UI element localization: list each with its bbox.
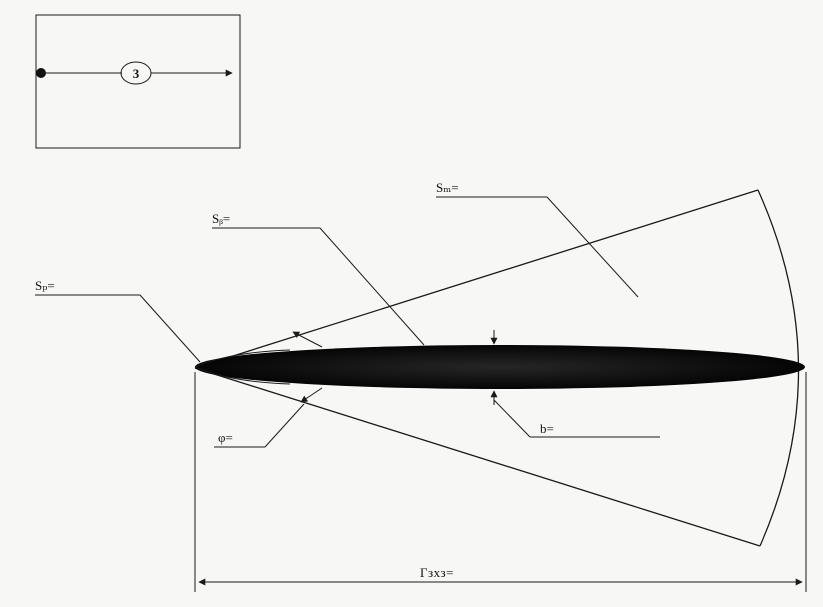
width-callout: b= — [493, 399, 660, 438]
depth-label: Γзхз= — [420, 565, 454, 580]
angle-arrow-lower — [300, 387, 323, 403]
plume-area-label: Sᵦ= — [212, 211, 230, 226]
zone-area-label: Sₘ= — [436, 180, 459, 195]
source-area-callout: Sₚ= — [35, 278, 201, 363]
plume-area-callout: Sᵦ= — [212, 211, 425, 346]
width-leader — [493, 399, 531, 438]
sector-upper-edge — [194, 189, 759, 369]
angle-label: φ= — [218, 430, 233, 445]
cloud-plume — [195, 345, 805, 389]
inset-legend: 3 — [35, 14, 241, 149]
station-number: 3 — [133, 66, 140, 81]
depth-dimension: Γзхз= — [194, 372, 807, 592]
source-area-label: Sₚ= — [35, 278, 55, 293]
zone-area-leader — [546, 196, 639, 298]
plume-tip-lower — [194, 366, 291, 385]
angle-leader — [264, 403, 305, 448]
inset-frame — [35, 14, 241, 149]
plume-area-leader — [319, 227, 425, 346]
zone-area-callout: Sₘ= — [436, 180, 639, 298]
angle-callout: φ= — [214, 403, 305, 448]
angle-arrow-upper — [292, 331, 323, 348]
sector-lower-edge — [194, 367, 761, 547]
width-label: b= — [540, 421, 554, 436]
source-area-leader — [139, 294, 201, 363]
plume-tip-upper — [194, 349, 291, 368]
